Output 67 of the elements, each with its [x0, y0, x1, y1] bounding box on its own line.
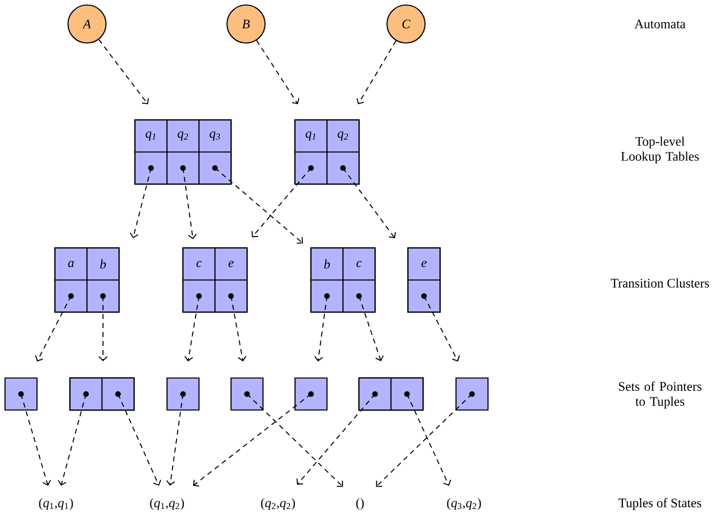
arrow: [35, 296, 72, 362]
header-cell: a: [54, 247, 88, 281]
pointer-cell: [214, 279, 248, 313]
row-label: Tuples of States: [618, 498, 702, 510]
header-cell: c: [182, 247, 216, 281]
pointer-cell: [390, 377, 424, 411]
header-cell: q$_{2}$: [166, 119, 200, 153]
row-label: Sets of Pointers to Tuples: [618, 382, 702, 408]
header-cell: q$_{1}$: [134, 119, 168, 153]
pointer-cell: [166, 151, 200, 185]
arrow: [193, 394, 312, 487]
pointer-cell: [294, 377, 328, 411]
header-cell: q$_{2}$: [326, 119, 360, 153]
arrow: [406, 394, 452, 486]
arrow: [98, 296, 108, 362]
pointer-cell: [294, 151, 328, 185]
arrow: [314, 296, 328, 362]
header-cell: c: [342, 247, 376, 281]
arrow: [256, 40, 300, 104]
pointer-cell: [182, 279, 216, 313]
arrow: [118, 394, 162, 486]
pointer-cell: [54, 279, 88, 313]
tuple-label: (q$_{2}$,q$_{2}$): [261, 498, 295, 510]
arrow: [252, 168, 312, 238]
pointer-cell: [86, 279, 120, 313]
pointer-cell: [342, 279, 376, 313]
pointer-cell: [407, 279, 441, 313]
pointer-cell: [310, 279, 344, 313]
arrow: [246, 394, 343, 487]
arrow: [358, 296, 384, 362]
arrow: [166, 394, 184, 486]
pointer-cell: [166, 377, 200, 411]
tuple-label: (q$_{3}$,q$_{2}$): [447, 498, 481, 510]
tuple-label: (): [356, 498, 364, 510]
row-label: Top-level Lookup Tables: [621, 136, 699, 164]
pointer-cell: [134, 151, 168, 185]
pointer-cell: [230, 377, 264, 411]
arrow: [342, 168, 396, 238]
tuple-label: (q$_{1}$,q$_{2}$): [150, 498, 184, 510]
header-cell: q$_{1}$: [294, 119, 328, 153]
pointer-cell: [4, 377, 38, 411]
row-label: Automata: [634, 20, 686, 28]
arrow: [424, 296, 460, 362]
arrow: [184, 296, 200, 362]
pointer-cell: [101, 377, 135, 411]
pointer-cell: [69, 377, 103, 411]
arrow: [296, 394, 376, 485]
header-cell: e: [214, 247, 248, 281]
arrow: [356, 40, 396, 104]
arrow: [230, 296, 247, 362]
tuple-label: (q$_{1}$,q$_{1}$): [39, 498, 73, 510]
arrow: [58, 394, 86, 486]
arrow: [130, 168, 152, 238]
arrow: [214, 168, 303, 244]
header-cell: b: [310, 247, 344, 281]
pointer-cell: [198, 151, 232, 185]
pointer-cell: [358, 377, 392, 411]
arrow: [376, 394, 472, 487]
arrow: [182, 168, 197, 240]
arrow: [98, 39, 149, 104]
header-cell: e: [407, 247, 441, 281]
row-label: Transition Clusters: [610, 278, 709, 288]
arrow: [20, 394, 52, 486]
pointer-cell: [455, 377, 489, 411]
pointer-cell: [326, 151, 360, 185]
header-cell: q$_{3}$: [198, 119, 232, 153]
header-cell: b: [86, 247, 120, 281]
